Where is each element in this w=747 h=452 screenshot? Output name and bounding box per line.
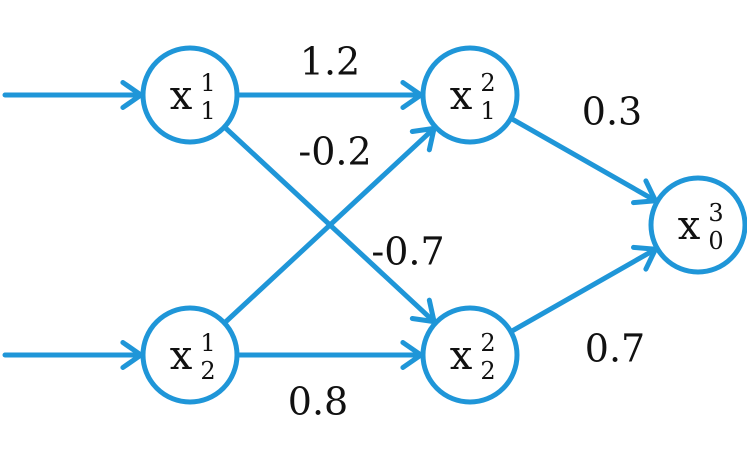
edge-line (221, 124, 437, 325)
node-superscript: 3 (708, 199, 723, 227)
node-circle (140, 45, 240, 145)
weight-label: -0.2 (298, 130, 371, 174)
node-circle (420, 305, 520, 405)
edge-x1_1-to-x1_2 (234, 80, 424, 110)
node-subscript: 2 (200, 357, 215, 385)
node-subscript: 0 (708, 227, 723, 255)
node-circle (420, 45, 520, 145)
node-circle (140, 305, 240, 405)
edge-line (508, 246, 658, 335)
node-superscript: 2 (480, 329, 495, 357)
node-variable: x (450, 73, 473, 119)
node-subscript: 1 (200, 97, 215, 125)
node-superscript: 1 (200, 69, 215, 97)
node-variable: x (678, 203, 701, 249)
weight-label: -0.7 (371, 230, 444, 274)
weight-label: 0.3 (582, 90, 642, 134)
node-variable: x (450, 333, 473, 379)
edge-line (508, 115, 658, 204)
edge-x2_1-to-x2_2 (234, 340, 424, 370)
node-variable: x (170, 73, 193, 119)
node-circle (648, 175, 747, 275)
node-superscript: 1 (200, 329, 215, 357)
edge-x2_2-to-x0_3 (508, 244, 658, 335)
node-variable: x (170, 333, 193, 379)
edges-layer (2, 80, 658, 370)
node-subscript: 1 (480, 97, 495, 125)
weight-label: 0.7 (585, 327, 645, 371)
node-subscript: 2 (480, 357, 495, 385)
edge-input_2-to-x2_1 (2, 340, 144, 370)
weight-label: 1.2 (300, 40, 360, 84)
weight-label: 0.8 (288, 380, 348, 424)
node-superscript: 2 (480, 69, 495, 97)
edge-input_1-to-x1_1 (2, 80, 144, 110)
weight-labels-layer: 1.2 -0.2 -0.7 0.8 0.3 0.7 (288, 40, 645, 424)
